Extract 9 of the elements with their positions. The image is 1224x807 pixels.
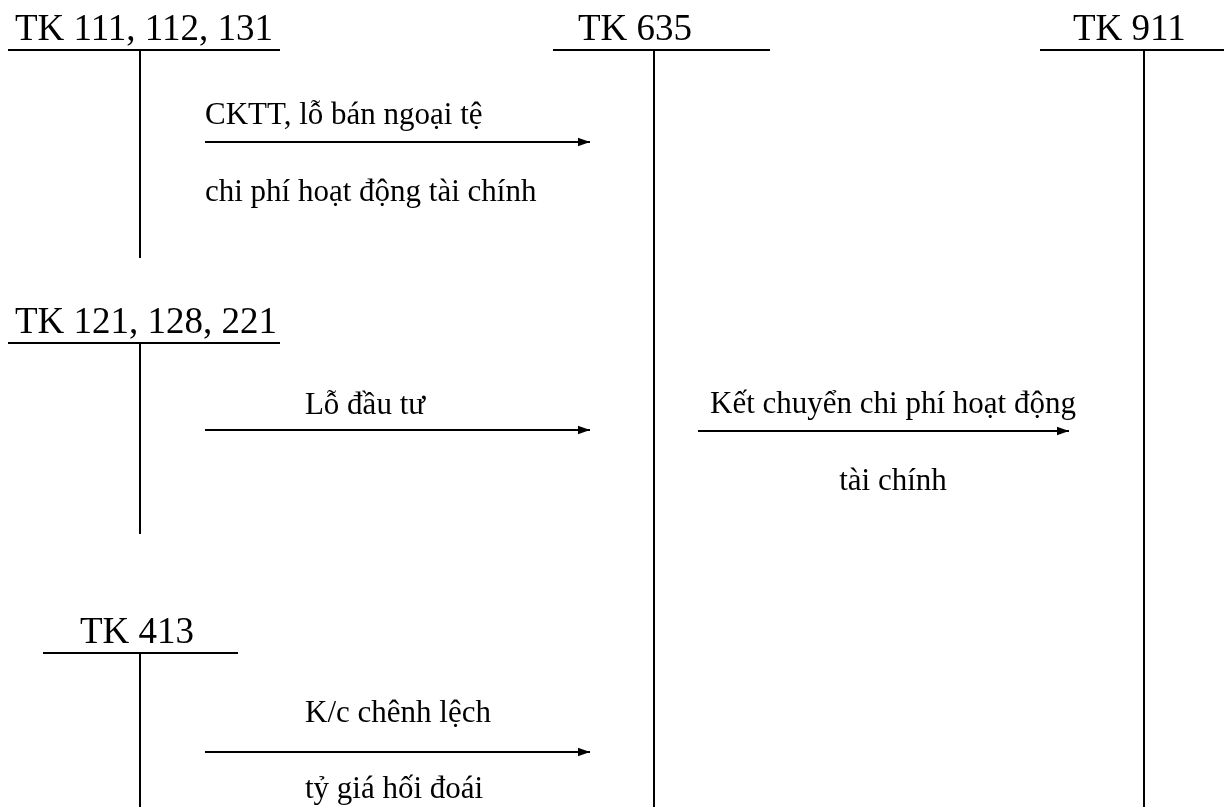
- account-title: TK 413: [80, 611, 195, 651]
- account-title: TK 111, 112, 131: [15, 8, 273, 48]
- edge-label: CKTT, lỗ bán ngoại tệ chi phí hoạt động tài chính: [205, 95, 538, 210]
- edge-label: K/c chênh lệch tỷ giá hối đoái: [305, 693, 492, 807]
- edge-label: Lỗ đầu tư: [303, 385, 427, 423]
- edge-label: Kết chuyển chi phí hoạt động tài chính: [709, 384, 1077, 499]
- account-title: TK 911: [1073, 8, 1186, 48]
- account-title: TK 121, 128, 221: [15, 301, 278, 341]
- account-title: TK 635: [578, 8, 693, 48]
